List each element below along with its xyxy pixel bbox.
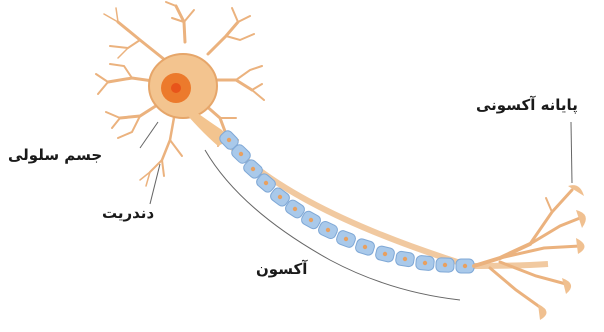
label-dendrite: دندریت xyxy=(102,204,154,222)
label-cell-body: جسم سلولی xyxy=(8,146,102,164)
nucleolus xyxy=(171,83,181,93)
label-axon: آکسون xyxy=(256,260,307,278)
cell-body xyxy=(149,54,230,146)
synaptic-knobs xyxy=(538,185,586,320)
axon-terminal-pointer xyxy=(571,122,572,183)
axon-terminals xyxy=(474,190,580,310)
pointer-lines xyxy=(140,122,572,300)
cell-body-pointer xyxy=(140,122,158,148)
myelin-sheath xyxy=(218,129,474,273)
label-axon-terminal: پایانه آکسونی xyxy=(476,96,578,114)
